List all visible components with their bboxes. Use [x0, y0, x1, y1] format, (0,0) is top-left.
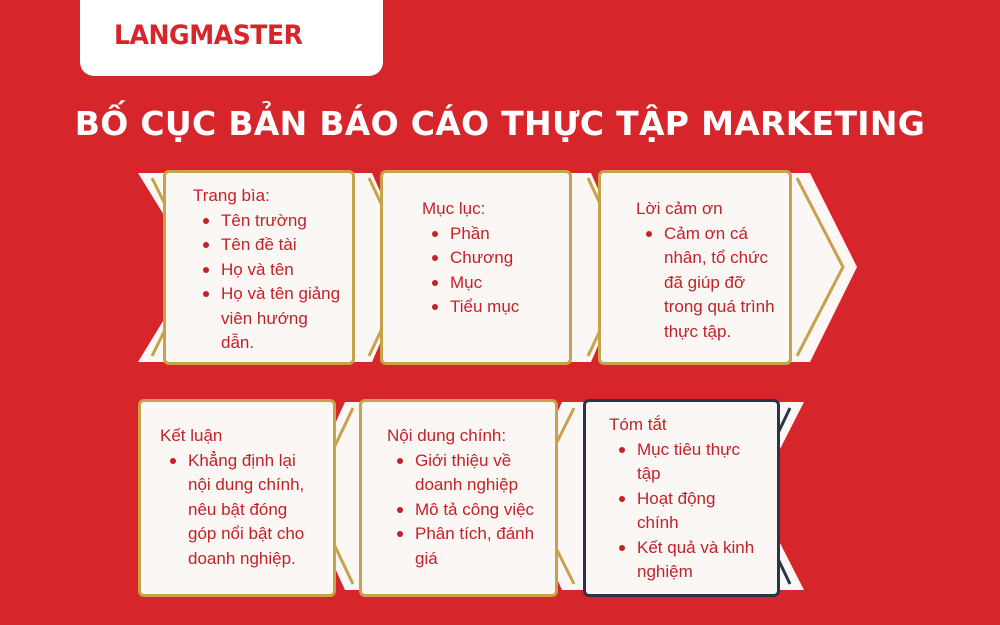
step-heading: Trang bìa: — [193, 186, 270, 205]
step-list: Khẳng định lại nội dung chính, nêu bật đ… — [160, 449, 318, 572]
list-item: Họ và tên — [193, 258, 343, 283]
step-card-summary — [583, 399, 780, 597]
step-list: Cảm ơn cá nhân, tổ chức đã giúp đỡ trong… — [636, 222, 786, 345]
step-thanks: Lời cảm ơn Cảm ơn cá nhân, tổ chức đã gi… — [636, 197, 786, 344]
step-list: Giới thiệu về doanh nghiệp Mô tả công vi… — [387, 449, 537, 572]
list-item: Cảm ơn cá nhân, tổ chức đã giúp đỡ trong… — [636, 222, 786, 345]
step-heading: Tóm tắt — [609, 415, 667, 434]
list-item: Họ và tên giảng viên hướng dẫn. — [193, 282, 343, 356]
step-conclusion: Kết luận Khẳng định lại nội dung chính, … — [160, 424, 318, 571]
list-item: Tiểu mục — [422, 295, 562, 320]
list-item: Tên trường — [193, 209, 343, 234]
list-item: Mục tiêu thực tập — [609, 438, 759, 487]
step-list: Phần Chương Mục Tiểu mục — [422, 222, 562, 320]
chevron-arrow-3 — [787, 173, 857, 362]
list-item: Khẳng định lại nội dung chính, nêu bật đ… — [160, 449, 318, 572]
langmaster-logo: LANGMASTER — [114, 20, 303, 51]
list-item: Hoạt động chính — [609, 487, 759, 536]
list-item: Mô tả công việc — [387, 498, 537, 523]
list-item: Giới thiệu về doanh nghiệp — [387, 449, 537, 498]
step-main-content: Nội dung chính: Giới thiệu về doanh nghi… — [387, 424, 537, 571]
step-card-cover — [163, 170, 355, 365]
step-heading: Lời cảm ơn — [636, 199, 723, 218]
step-cover: Trang bìa: Tên trường Tên đề tài Họ và t… — [193, 184, 343, 356]
step-heading: Mục lục: — [422, 199, 486, 218]
step-list: Mục tiêu thực tập Hoạt động chính Kết qu… — [609, 438, 759, 585]
step-heading: Kết luận — [160, 426, 223, 445]
list-item: Phân tích, đánh giá — [387, 522, 537, 571]
list-item: Phần — [422, 222, 562, 247]
list-item: Kết quả và kinh nghiệm — [609, 536, 759, 585]
step-card-conclusion — [138, 399, 336, 597]
list-item: Mục — [422, 271, 562, 296]
step-summary: Tóm tắt Mục tiêu thực tập Hoạt động chín… — [609, 413, 759, 585]
step-card-thanks — [598, 170, 792, 365]
page-title: BỐ CỤC BẢN BÁO CÁO THỰC TẬP MARKETING — [74, 104, 926, 143]
step-heading: Nội dung chính: — [387, 426, 507, 445]
step-list: Tên trường Tên đề tài Họ và tên Họ và tê… — [193, 209, 343, 356]
list-item: Tên đề tài — [193, 233, 343, 258]
logo-tab — [80, 0, 383, 76]
step-toc: Mục lục: Phần Chương Mục Tiểu mục — [422, 197, 562, 320]
list-item: Chương — [422, 246, 562, 271]
step-card-main-content — [359, 399, 558, 597]
step-card-toc — [380, 170, 572, 365]
